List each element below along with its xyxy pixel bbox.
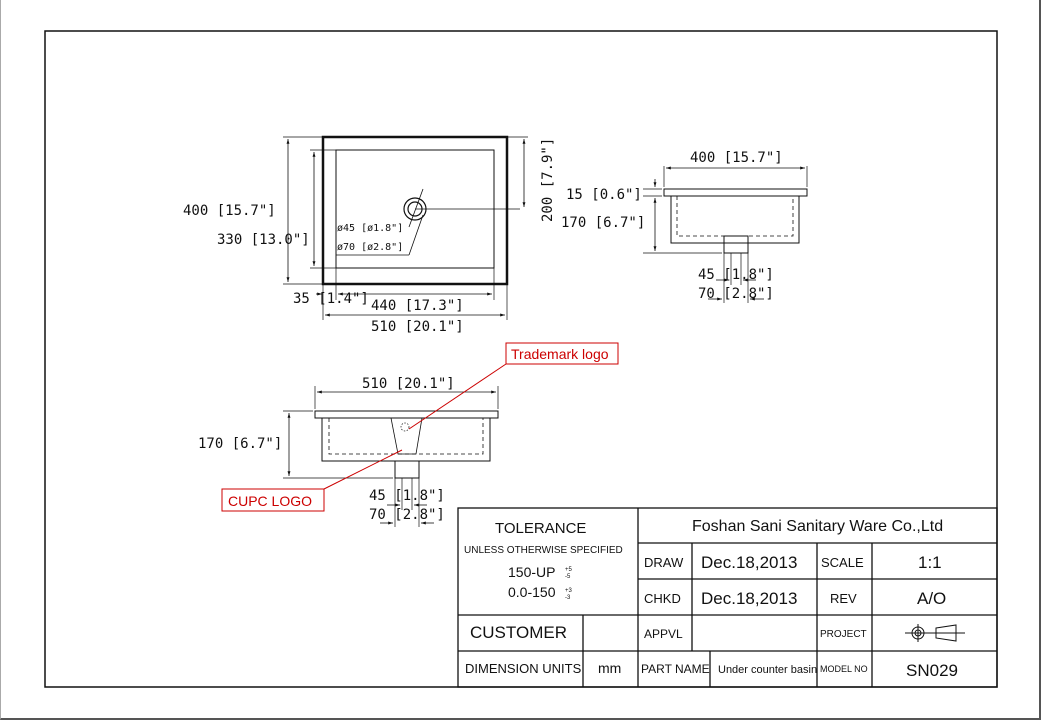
projection-symbol-icon xyxy=(905,624,965,642)
side-bowl xyxy=(670,196,800,244)
scale-value: 1:1 xyxy=(918,553,942,572)
top-view xyxy=(283,135,528,320)
drain-outer-diameter-label: ø70 [ø2.8"] xyxy=(337,242,403,253)
dimension-units-value: mm xyxy=(598,660,621,676)
logo-panel xyxy=(390,417,423,455)
project-label: PROJECT xyxy=(820,629,867,640)
trademark-callout-label: Trademark logo xyxy=(511,346,609,362)
cupc-callout-label: CUPC LOGO xyxy=(228,493,312,509)
title-block: TOLERANCE UNLESS OTHERWISE SPECIFIED 150… xyxy=(457,507,998,688)
rev-label: REV xyxy=(830,591,857,606)
front-drain-inner-label: 45 [1.8"] xyxy=(369,488,445,504)
top-drain-distance-label: 200 [7.9"] xyxy=(540,138,556,222)
chkd-date: Dec.18,2013 xyxy=(701,589,797,608)
callouts xyxy=(221,342,619,512)
model-no-label: MODEL NO xyxy=(820,664,868,674)
part-name-value: Under counter basin xyxy=(718,664,817,676)
side-view xyxy=(643,166,808,303)
scale-label: SCALE xyxy=(821,555,864,570)
tolerance-range-1: 150-UP xyxy=(508,564,555,580)
front-rim xyxy=(314,410,499,419)
appvl-label: APPVL xyxy=(644,627,683,641)
side-drain-inner-label: 45 [1.8"] xyxy=(698,267,774,283)
top-bowl-height-label: 330 [13.0"] xyxy=(217,232,310,248)
basin-outline xyxy=(321,135,509,286)
trademark-leader xyxy=(408,363,507,430)
trademark-callout-box xyxy=(505,342,619,365)
tolerance-note: UNLESS OTHERWISE SPECIFIED xyxy=(464,545,623,556)
front-width-label: 510 [20.1"] xyxy=(362,376,455,392)
front-depth-label: 170 [6.7"] xyxy=(198,436,282,452)
company-name: Foshan Sani Sanitary Ware Co.,Ltd xyxy=(692,518,943,535)
cupc-callout-box xyxy=(221,488,325,512)
tolerance-2-lower: -3 xyxy=(565,595,571,601)
part-name-label: PART NAME xyxy=(641,662,710,676)
title-block-frame xyxy=(457,507,998,688)
tolerance-1-lower: -5 xyxy=(565,574,571,580)
side-drain-outer-label: 70 [2.8"] xyxy=(698,286,774,302)
front-view xyxy=(283,386,499,527)
trademark-logo-mark xyxy=(400,422,410,432)
chkd-label: CHKD xyxy=(644,591,681,606)
front-bowl xyxy=(321,418,491,462)
tolerance-title: TOLERANCE xyxy=(495,520,586,537)
side-width-label: 400 [15.7"] xyxy=(690,150,783,166)
side-rim xyxy=(663,188,808,197)
draw-label: DRAW xyxy=(644,555,684,570)
cupc-leader xyxy=(323,449,403,490)
top-overall-height-label: 400 [15.7"] xyxy=(183,203,276,219)
draw-date: Dec.18,2013 xyxy=(701,553,797,572)
top-overall-width-label: 510 [20.1"] xyxy=(371,319,464,335)
customer-label: CUSTOMER xyxy=(470,623,567,642)
side-drain xyxy=(723,235,749,254)
dimension-units-label: DIMENSION UNITS xyxy=(465,661,582,676)
rim-offset-label: 35 [1.4"] xyxy=(293,291,369,307)
tolerance-2-upper: +3 xyxy=(565,588,573,594)
rev-value: A/O xyxy=(917,589,946,608)
tolerance-1-upper: +5 xyxy=(565,567,573,573)
model-no-value: SN029 xyxy=(906,661,958,680)
front-drain-outer-label: 70 [2.8"] xyxy=(369,507,445,523)
side-rim-label: 15 [0.6"] xyxy=(566,187,642,203)
drain-diameter-label: ø45 [ø1.8"] xyxy=(337,223,403,234)
top-bowl-width-label: 440 [17.3"] xyxy=(371,298,464,314)
front-drain xyxy=(394,460,420,479)
tolerance-range-2: 0.0-150 xyxy=(508,584,556,600)
side-depth-label: 170 [6.7"] xyxy=(561,215,645,231)
